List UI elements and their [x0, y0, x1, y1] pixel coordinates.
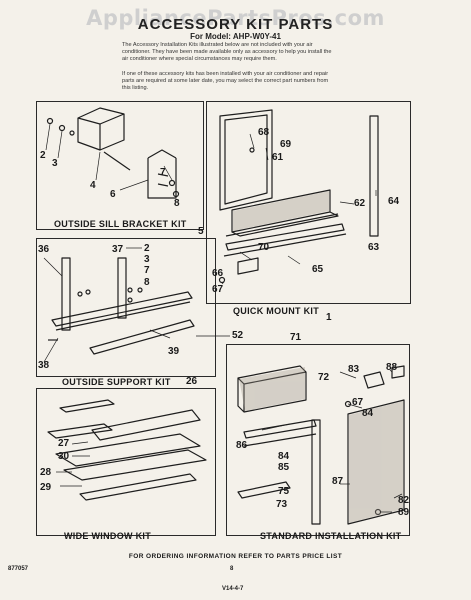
page-subtitle: For Model: AHP-W0Y-41: [190, 32, 281, 41]
page-number: 8: [230, 566, 234, 572]
part-number: 86: [236, 440, 248, 451]
part-number: 88: [386, 362, 398, 373]
part-number: 62: [354, 198, 366, 209]
part-number: 3: [144, 254, 150, 265]
part-number: 69: [280, 139, 292, 150]
part-number: 89: [398, 507, 410, 518]
part-number: 84: [278, 451, 290, 462]
page-title: ACCESSORY KIT PARTS: [137, 16, 334, 33]
part-number: 7: [144, 265, 150, 276]
part-number: 75: [278, 486, 290, 497]
standard-installation-panel: [226, 344, 410, 536]
part-number: 38: [38, 360, 50, 371]
part-number: 4: [90, 180, 96, 191]
part-number: 30: [58, 451, 70, 462]
part-number: 28: [40, 467, 52, 478]
part-number: 63: [368, 242, 380, 253]
outside-support-callout: 26: [186, 376, 198, 387]
quick-mount-callout: 1: [326, 312, 332, 323]
part-number: 36: [38, 244, 50, 255]
part-number: 2: [40, 150, 46, 161]
part-number: 61: [272, 152, 284, 163]
intro-paragraph-2: If one of these accessory kits has been …: [122, 71, 329, 91]
part-number: 29: [40, 482, 52, 493]
part-number: 27: [58, 438, 70, 449]
document-number: 877057: [8, 566, 29, 572]
part-number: 39: [168, 346, 180, 357]
part-number: 87: [332, 476, 344, 487]
part-number: 82: [398, 495, 410, 506]
standard-installation-kit-label: STANDARD INSTALLATION KIT: [260, 531, 402, 541]
part-number: 6: [110, 189, 116, 200]
quick-mount-panel: [206, 101, 411, 304]
wide-window-panel: [36, 388, 216, 536]
part-number: 67: [352, 397, 364, 408]
part-number: 66: [212, 268, 224, 279]
part-number: 65: [312, 264, 324, 275]
outside-sill-bracket-kit-label: OUTSIDE SILL BRACKET KIT: [54, 219, 187, 229]
wide-window-kit-label: WIDE WINDOW KIT: [64, 531, 151, 541]
part-number: 68: [258, 127, 270, 138]
part-number: 8: [174, 198, 180, 209]
intro-paragraph-1: The Accessory Installation Kits illustra…: [122, 42, 332, 62]
outside-sill-bracket-panel: [36, 101, 204, 230]
part-number: 70: [258, 242, 270, 253]
part-number: 83: [348, 364, 360, 375]
part-number: 67: [212, 284, 224, 295]
ordering-info-note: FOR ORDERING INFORMATION REFER TO PARTS …: [128, 553, 343, 560]
part-number: 64: [388, 196, 400, 207]
part-number: 7: [160, 167, 166, 178]
part-number: 3: [52, 158, 58, 169]
outside-support-kit-label: OUTSIDE SUPPORT KIT: [62, 377, 171, 387]
part-number: 85: [278, 462, 290, 473]
part-number: 8: [144, 277, 150, 288]
part-number: 2: [144, 243, 150, 254]
part-number: 84: [362, 408, 374, 419]
outside-sill-callout: 5: [198, 226, 204, 237]
part-number: 37: [112, 244, 124, 255]
outside-support-panel: [36, 238, 216, 377]
quick-mount-kit-label: QUICK MOUNT KIT: [233, 306, 319, 316]
part-number: 52: [232, 330, 244, 341]
site-watermark: AppliancePartsPros.com: [86, 6, 385, 30]
standard-installation-callout: 71: [290, 332, 302, 343]
bottom-code: V14-4-7: [222, 586, 244, 592]
part-number: 72: [318, 372, 330, 383]
part-number: 73: [276, 499, 288, 510]
